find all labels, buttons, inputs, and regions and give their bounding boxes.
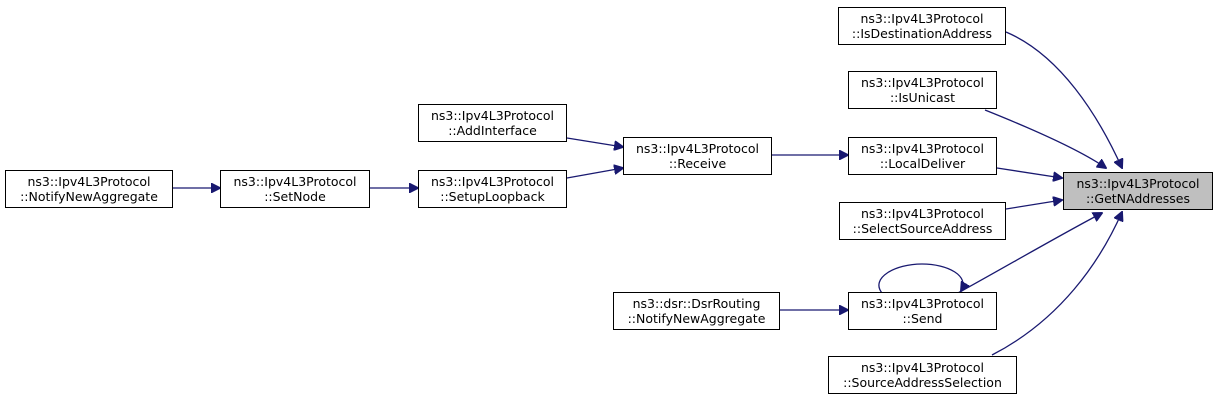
node-selectsourceaddress-line2: ::SelectSourceAddress: [852, 221, 993, 236]
node-send[interactable]: ns3::Ipv4L3Protocol ::Send: [848, 292, 997, 330]
node-isdestinationaddress-line2: ::IsDestinationAddress: [851, 26, 993, 41]
node-setuploopback-line1: ns3::Ipv4L3Protocol: [430, 174, 555, 189]
node-receive-line2: ::Receive: [668, 156, 727, 171]
node-setnode-line1: ns3::Ipv4L3Protocol: [233, 174, 357, 189]
node-localdeliver-line2: ::LocalDeliver: [879, 156, 966, 171]
node-send-line1: ns3::Ipv4L3Protocol: [860, 296, 985, 311]
edge-setuploopback-to-receive: [566, 168, 623, 179]
edge-addinterface-to-receive: [566, 137, 623, 147]
node-getnaddresses-line1: ns3::Ipv4L3Protocol: [1076, 176, 1200, 191]
node-addinterface[interactable]: ns3::Ipv4L3Protocol ::AddInterface: [418, 104, 567, 142]
edge-localdeliver-to-getnaddresses: [996, 167, 1062, 178]
node-localdeliver[interactable]: ns3::Ipv4L3Protocol ::LocalDeliver: [848, 137, 997, 175]
node-selectsourceaddress-line1: ns3::Ipv4L3Protocol: [860, 206, 985, 221]
edge-send-self-loop: [878, 263, 963, 294]
node-isunicast-line1: ns3::Ipv4L3Protocol: [860, 75, 985, 90]
node-sourceaddressselection[interactable]: ns3::Ipv4L3Protocol ::SourceAddressSelec…: [828, 356, 1017, 394]
node-localdeliver-line1: ns3::Ipv4L3Protocol: [860, 141, 985, 156]
node-getnaddresses-line2: ::GetNAddresses: [1085, 191, 1191, 206]
node-addinterface-line2: ::AddInterface: [448, 123, 537, 138]
node-sourceaddressselection-line1: ns3::Ipv4L3Protocol: [860, 360, 985, 375]
edge-isunicast-to-getnaddresses: [984, 109, 1106, 168]
node-setnode-line2: ::SetNode: [264, 189, 326, 204]
node-selectsourceaddress[interactable]: ns3::Ipv4L3Protocol ::SelectSourceAddres…: [839, 202, 1006, 240]
node-dsr-notifynewaggregate[interactable]: ns3::dsr::DsrRouting ::NotifyNewAggregat…: [613, 292, 780, 330]
node-isdestinationaddress-line1: ns3::Ipv4L3Protocol: [860, 11, 984, 26]
node-receive[interactable]: ns3::Ipv4L3Protocol ::Receive: [623, 137, 772, 175]
edge-send-to-getnaddresses: [957, 213, 1102, 294]
node-setuploopback[interactable]: ns3::Ipv4L3Protocol ::SetupLoopback: [418, 170, 567, 208]
node-notifynewaggregate[interactable]: ns3::Ipv4L3Protocol ::NotifyNewAggregate: [5, 170, 173, 208]
edge-sourceaddressselection-to-getnaddresses: [991, 212, 1122, 356]
edge-isdestinationaddress-to-getnaddresses: [1005, 31, 1122, 168]
node-sourceaddressselection-line2: ::SourceAddressSelection: [843, 375, 1002, 390]
node-dsr-notifynewaggregate-line2: ::NotifyNewAggregate: [627, 311, 766, 326]
node-isdestinationaddress[interactable]: ns3::Ipv4L3Protocol ::IsDestinationAddre…: [838, 7, 1006, 45]
node-setnode[interactable]: ns3::Ipv4L3Protocol ::SetNode: [220, 170, 370, 208]
node-isunicast-line2: ::IsUnicast: [889, 90, 956, 105]
edge-selectsourceaddress-to-getnaddresses: [1005, 200, 1062, 210]
node-notifynewaggregate-line2: ::NotifyNewAggregate: [20, 189, 158, 204]
node-dsr-notifynewaggregate-line1: ns3::dsr::DsrRouting: [632, 296, 761, 311]
node-receive-line1: ns3::Ipv4L3Protocol: [635, 141, 760, 156]
node-send-line2: ::Send: [902, 311, 943, 326]
node-isunicast[interactable]: ns3::Ipv4L3Protocol ::IsUnicast: [848, 71, 997, 109]
node-addinterface-line1: ns3::Ipv4L3Protocol: [430, 108, 555, 123]
node-notifynewaggregate-line1: ns3::Ipv4L3Protocol: [27, 174, 151, 189]
node-getnaddresses: ns3::Ipv4L3Protocol ::GetNAddresses: [1063, 172, 1213, 210]
node-setuploopback-line2: ::SetupLoopback: [440, 189, 545, 204]
